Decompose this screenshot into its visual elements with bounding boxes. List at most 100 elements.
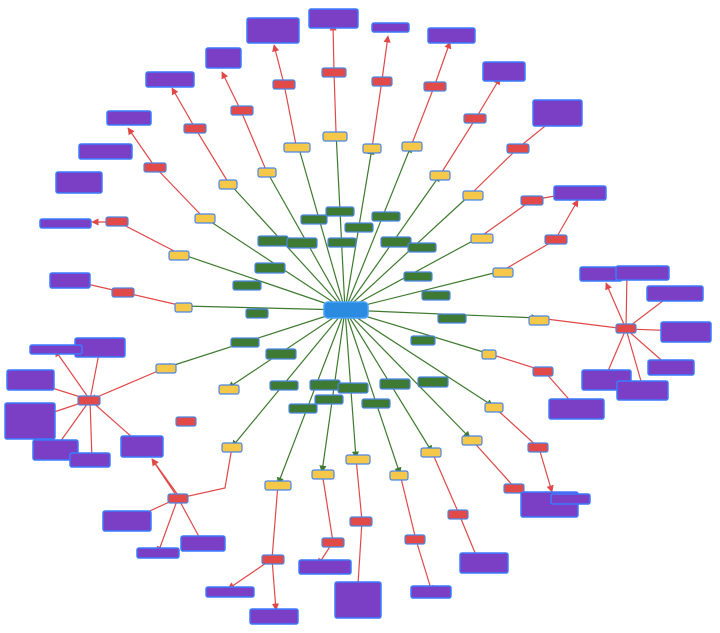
- purple-node-85: [78, 143, 133, 160]
- red-node-61: [105, 216, 129, 227]
- red-spoke-5: [625, 328, 645, 389]
- red-node-73: [404, 534, 426, 545]
- green-edge-13: [344, 309, 402, 475]
- green-node-11: [232, 280, 262, 291]
- purple-node-102: [32, 439, 79, 461]
- purple-node-87: [55, 171, 103, 194]
- yellow-node-39: [528, 315, 550, 326]
- green-edge-9: [231, 309, 346, 448]
- red-spoke-17: [151, 458, 179, 499]
- purple-node-94: [647, 359, 695, 376]
- green-node-18: [269, 380, 299, 391]
- green-node-22: [417, 376, 449, 388]
- red-node-58: [506, 143, 530, 154]
- red-node-63: [111, 287, 135, 298]
- red-node-75: [261, 554, 285, 565]
- purple-node-108: [205, 586, 255, 598]
- purple-node-86: [553, 185, 607, 201]
- yellow-node-27: [283, 142, 311, 153]
- green-node-23: [314, 394, 344, 405]
- red-node-64: [615, 323, 637, 334]
- yellow-node-46: [420, 447, 442, 458]
- green-node-8: [407, 242, 437, 253]
- red-node-60: [520, 195, 544, 206]
- purple-node-113: [459, 552, 509, 574]
- green-node-20: [337, 382, 369, 394]
- yellow-node-32: [218, 179, 238, 190]
- green-node-5: [286, 237, 318, 249]
- purple-node-103: [69, 452, 111, 468]
- purple-node-84: [106, 110, 152, 126]
- purple-node-115: [550, 493, 591, 505]
- yellow-node-45: [461, 435, 483, 446]
- purple-node-78: [371, 22, 410, 33]
- red-node-69: [167, 493, 189, 504]
- green-edge-11: [319, 309, 346, 473]
- red-node-57: [183, 123, 207, 134]
- green-node-19: [309, 379, 341, 391]
- green-node-16: [410, 335, 436, 346]
- green-node-13: [245, 308, 269, 319]
- red-edge-23: [537, 317, 627, 332]
- red-node-74: [321, 537, 345, 548]
- green-node-7: [380, 236, 412, 248]
- yellow-node-36: [168, 250, 190, 261]
- purple-node-93: [660, 321, 712, 343]
- yellow-node-44: [221, 442, 243, 453]
- purple-node-105: [102, 510, 152, 532]
- red-node-70: [503, 483, 525, 494]
- purple-node-80: [205, 47, 242, 69]
- green-edge-6: [182, 302, 346, 311]
- green-node-1: [300, 214, 328, 225]
- red-edge-14: [227, 483, 279, 590]
- purple-node-99: [29, 344, 83, 355]
- red-edge-1: [272, 44, 297, 146]
- yellow-node-40: [481, 349, 497, 360]
- purple-node-88: [39, 218, 92, 229]
- green-edge-17: [344, 309, 491, 356]
- green-node-14: [437, 313, 467, 324]
- hub-node: [323, 301, 369, 319]
- red-edge-0: [329, 23, 337, 133]
- yellow-node-43: [484, 402, 504, 413]
- purple-node-91: [615, 265, 670, 281]
- yellow-node-48: [311, 469, 335, 480]
- green-edge-5: [177, 251, 346, 311]
- red-spoke-0: [605, 282, 627, 330]
- red-edge-17: [353, 457, 363, 601]
- red-node-54: [423, 81, 447, 92]
- red-node-66: [77, 395, 101, 406]
- red-edge-10: [91, 218, 179, 254]
- green-node-6: [327, 237, 357, 248]
- purple-node-92: [646, 285, 704, 302]
- yellow-node-31: [429, 170, 451, 181]
- yellow-node-35: [470, 233, 494, 244]
- red-edge-4: [439, 77, 501, 176]
- red-node-53: [371, 76, 393, 87]
- red-edge-12: [89, 367, 166, 401]
- green-edge-0: [332, 131, 346, 311]
- purple-node-77: [246, 17, 300, 44]
- green-edge-16: [344, 309, 494, 407]
- green-node-4: [257, 235, 289, 247]
- purple-node-101: [4, 402, 56, 440]
- red-edge-18: [399, 473, 434, 593]
- red-edge-15: [271, 558, 280, 611]
- red-edge-22: [489, 353, 575, 406]
- red-edge-5: [471, 117, 556, 194]
- red-node-62: [544, 234, 568, 245]
- red-edge-8: [171, 87, 229, 183]
- yellow-node-47: [264, 480, 292, 491]
- yellow-node-28: [362, 143, 382, 154]
- red-edge-2: [371, 35, 391, 149]
- green-node-17: [265, 348, 297, 360]
- green-edge-1: [296, 144, 346, 311]
- purple-node-82: [145, 71, 195, 88]
- purple-node-109: [249, 608, 299, 625]
- yellow-node-30: [257, 167, 277, 178]
- green-node-3: [371, 211, 401, 222]
- purple-node-107: [180, 535, 226, 552]
- purple-node-76: [308, 8, 359, 29]
- red-spoke-12: [88, 399, 96, 461]
